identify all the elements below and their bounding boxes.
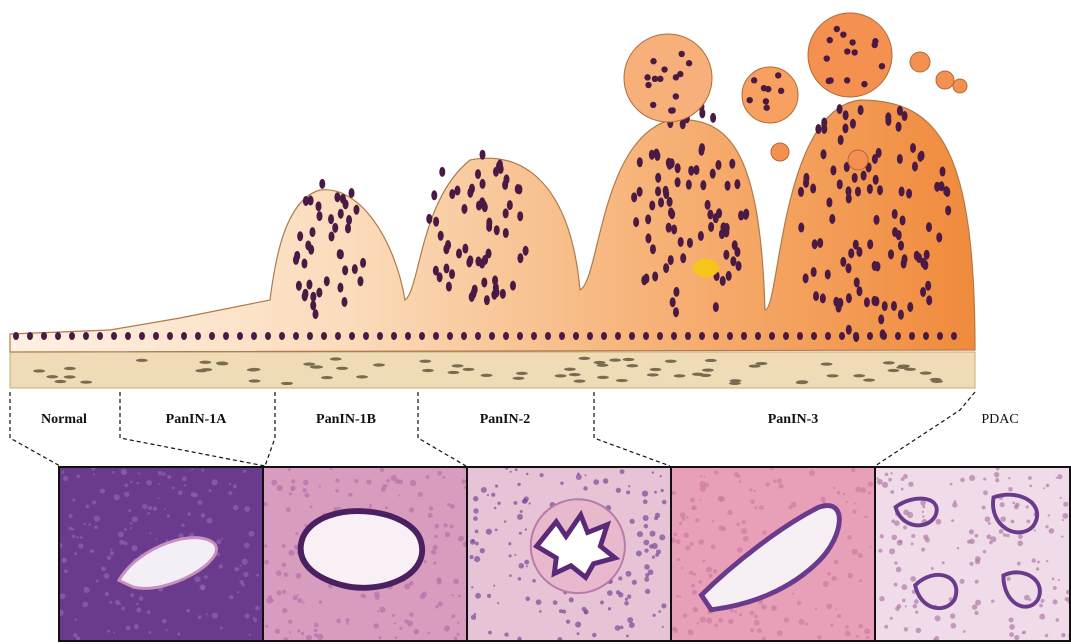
stage-label-panin-1a: PanIN-1A [166,412,227,428]
stage-label-panin-2: PanIN-2 [480,412,531,428]
stage-label-panin-3: PanIN-3 [768,412,819,428]
stage-label-panin-1b: PanIN-1B [316,412,376,428]
stroma-band [10,352,975,388]
stage-label-normal: Normal [41,412,87,428]
epithelium-outline [10,100,975,352]
micrograph-panin-3 [670,466,876,642]
micrograph-pdac [874,466,1071,642]
micrograph-panin-1b [262,466,468,642]
stage-dividers [10,392,975,466]
mucin-droplet [693,259,719,277]
micrograph-panin-2 [466,466,672,642]
stage-label-pdac: PDAC [981,412,1018,428]
micrograph-normal [58,466,264,642]
